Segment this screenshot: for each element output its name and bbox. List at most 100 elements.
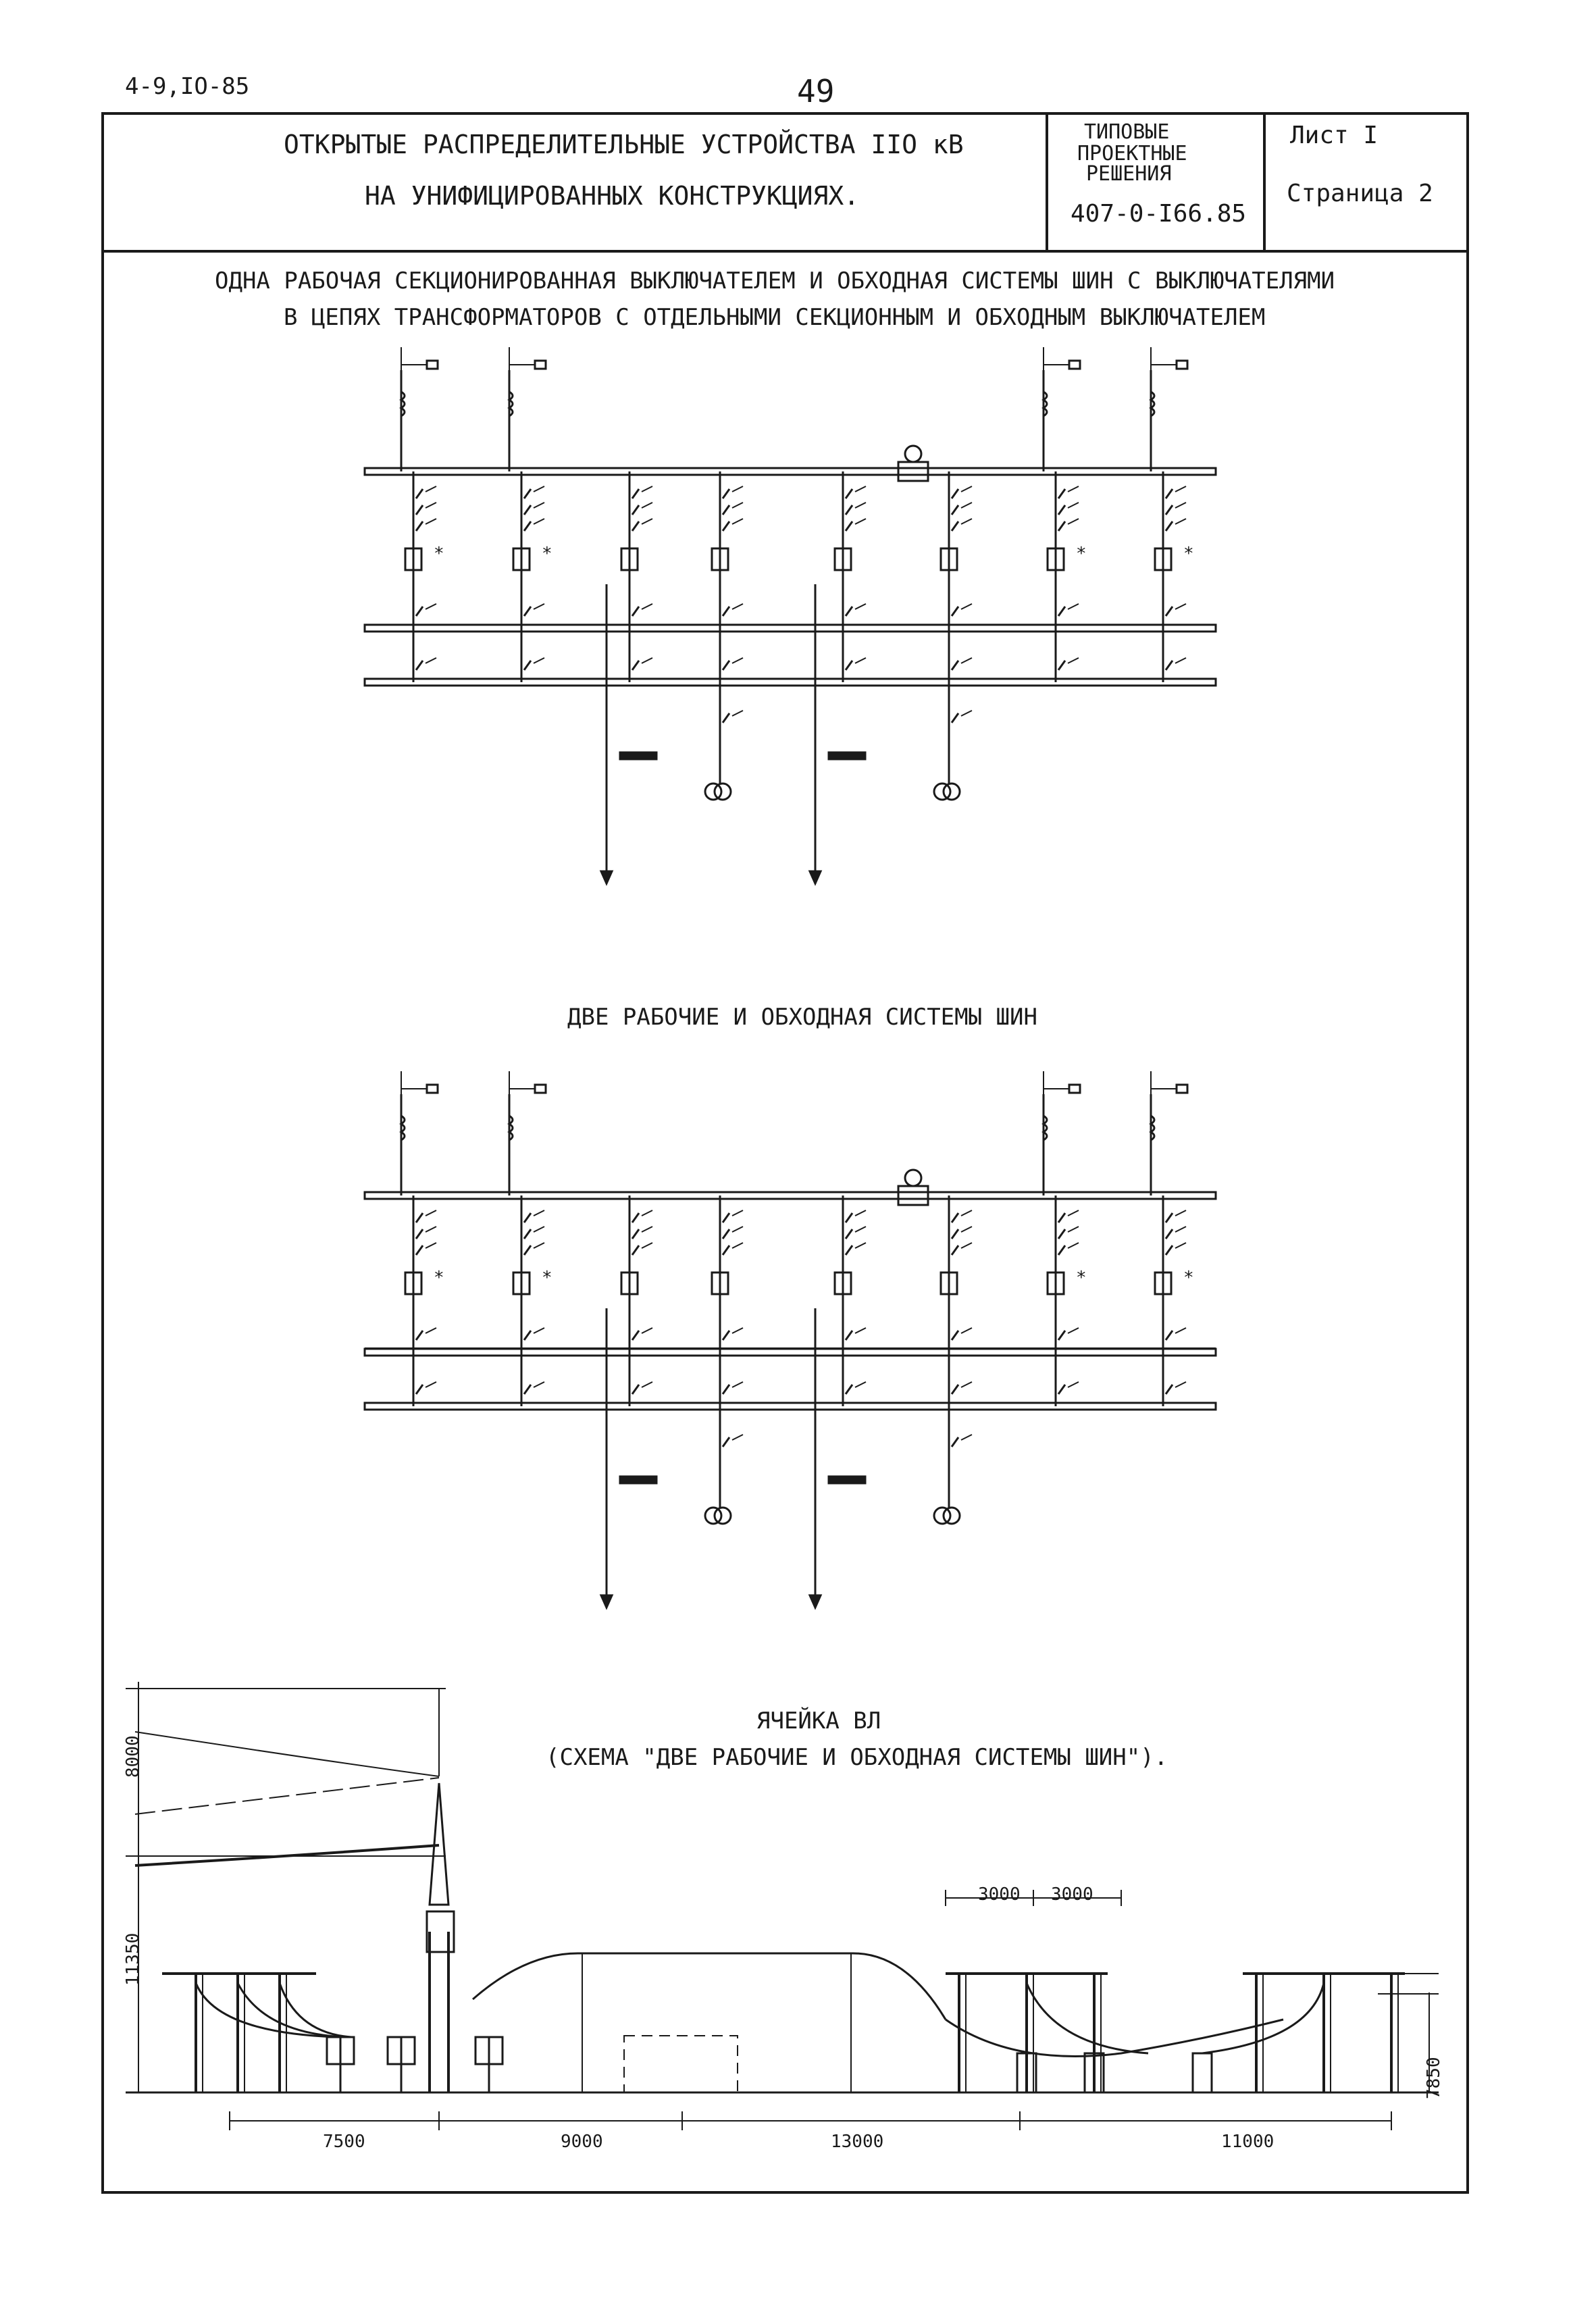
transformer-disconnector-contact: [731, 710, 744, 717]
transformer-winding-1: [704, 782, 723, 801]
asterisk-mark: *: [542, 544, 552, 564]
coupling-capacitor: [1175, 359, 1189, 370]
busbar-disconnector-contact: [641, 1210, 653, 1216]
disconnector-bypass: [950, 1384, 960, 1395]
title-line-2: НА УНИФИЦИРОВАННЫХ КОНСТРУКЦИЯХ.: [365, 181, 860, 211]
disconnector-bus2-contact: [1175, 1327, 1187, 1334]
busbar-disconnector: [523, 521, 532, 532]
busbar-disconnector: [415, 521, 424, 532]
busbar-disconnector: [1164, 505, 1174, 515]
busbar-disconnector-contact: [854, 518, 867, 525]
busbar-disconnector-contact: [854, 502, 867, 509]
busbar-disconnector-contact: [1175, 1210, 1187, 1216]
bay-cabinet: [623, 2035, 738, 2093]
disconnector-bypass-contact: [533, 1381, 545, 1388]
dropper-1: [195, 1982, 338, 2038]
line-trap-coil: [399, 390, 406, 417]
disconnector-bypass-contact: [1067, 1381, 1079, 1388]
apparatus-body: [386, 2036, 416, 2065]
disconnector-bus2-contact: [731, 603, 744, 610]
busbar-disconnector: [721, 521, 731, 532]
busbar-disconnector-contact: [854, 486, 867, 492]
arrester-symbol: [827, 1475, 867, 1485]
transformer-winding-2: [713, 1506, 732, 1525]
bus-connection-arc: [472, 1952, 947, 2020]
busbar-disconnector-contact: [1067, 1210, 1079, 1216]
asterisk-mark: *: [434, 544, 444, 564]
busbar-disconnector: [844, 1212, 854, 1223]
bay-breaker: [512, 547, 531, 571]
busbar-disconnector-contact: [425, 1226, 437, 1233]
bay-breaker: [404, 547, 423, 571]
busbar-disconnector: [415, 505, 424, 515]
disconnector-bus2-contact: [1067, 603, 1079, 610]
busbar-disconnector: [523, 1229, 532, 1239]
asterisk-mark: *: [1183, 544, 1194, 564]
busbar-disconnector-contact: [1175, 1242, 1187, 1249]
disconnector-bus2: [631, 1330, 640, 1341]
busbar-disconnector-contact: [731, 1210, 744, 1216]
busbar-disconnector: [1057, 1212, 1066, 1223]
page-label: Страница 2: [1287, 180, 1433, 207]
transformer-winding-1: [933, 1506, 952, 1525]
busbar-disconnector: [1057, 1245, 1066, 1256]
busbar-disconnector: [1164, 521, 1174, 532]
disconnector-bus2: [523, 1330, 532, 1341]
disconnector-bypass: [415, 1384, 424, 1395]
busbar-disconnector: [631, 1245, 640, 1256]
busbar-disconnector-contact: [731, 1226, 744, 1233]
disconnector-bus2-contact: [854, 1327, 867, 1334]
busbar-disconnector-contact: [425, 1210, 437, 1216]
apparatus-body: [474, 2036, 504, 2065]
bypass-busbar: [363, 1402, 1217, 1411]
bay-breaker: [1046, 1271, 1065, 1295]
scheme1-caption-line1: ОДНА РАБОЧАЯ СЕКЦИОНИРОВАННАЯ ВЫКЛЮЧАТЕЛ…: [215, 267, 1335, 294]
busbar-disconnector: [415, 488, 424, 499]
transformer-winding-2: [942, 1506, 961, 1525]
transformer-winding-1: [933, 782, 952, 801]
disconnector-bus2: [1164, 1330, 1174, 1341]
busbar-disconnector: [721, 1212, 731, 1223]
dropper-mid: [1025, 1982, 1149, 2055]
busbar-disconnector-contact: [1175, 1226, 1187, 1233]
disconnector-bypass: [1164, 660, 1174, 671]
busbar-disconnector-contact: [1175, 518, 1187, 525]
busbar-disconnector: [950, 488, 960, 499]
disconnector-bypass: [844, 660, 854, 671]
transformer-disconnector-contact: [960, 710, 973, 717]
arrester-symbol: [619, 1475, 658, 1485]
busbar-disconnector-contact: [533, 1210, 545, 1216]
disconnector-bypass: [721, 1384, 731, 1395]
busbar-disconnector-contact: [641, 502, 653, 509]
disconnector-bypass: [950, 660, 960, 671]
disconnector-bus2: [844, 606, 854, 617]
busbar-disconnector: [1164, 1212, 1174, 1223]
disconnector-bypass-contact: [960, 1381, 973, 1388]
busbar-disconnector-contact: [533, 1242, 545, 1249]
arrester-symbol: [619, 751, 658, 761]
line-trap-coil: [399, 1114, 406, 1141]
busbar-disconnector: [721, 1245, 731, 1256]
busbar-disconnector: [950, 1212, 960, 1223]
busbar-disconnector: [1164, 1229, 1174, 1239]
busbar-disconnector: [523, 505, 532, 515]
busbar-disconnector: [415, 1212, 424, 1223]
disconnector-bus2-contact: [641, 1327, 653, 1334]
busbar-disconnector: [721, 1229, 731, 1239]
title-line-1: ОТКРЫТЫЕ РАСПРЕДЕЛИТЕЛЬНЫЕ УСТРОЙСТВА II…: [284, 130, 964, 159]
section-breaker: [897, 1185, 929, 1206]
busbar-disconnector: [844, 488, 854, 499]
busbar-disconnector: [631, 1229, 640, 1239]
dropper-3: [278, 1982, 352, 2038]
busbar-disconnector: [950, 505, 960, 515]
scheme2-diagram: ****: [363, 1071, 1217, 1610]
scheme2-caption: ДВЕ РАБОЧИЕ И ОБХОДНАЯ СИСТЕМЫ ШИН: [567, 1004, 1037, 1031]
busbar-disconnector-contact: [1175, 502, 1187, 509]
busbar-disconnector: [415, 1245, 424, 1256]
disconnector-bus2: [721, 1330, 731, 1341]
busbar-disconnector-contact: [533, 502, 545, 509]
disconnector-bypass-contact: [1067, 657, 1079, 664]
disconnector-bypass: [415, 660, 424, 671]
disconnector-bus2: [415, 606, 424, 617]
